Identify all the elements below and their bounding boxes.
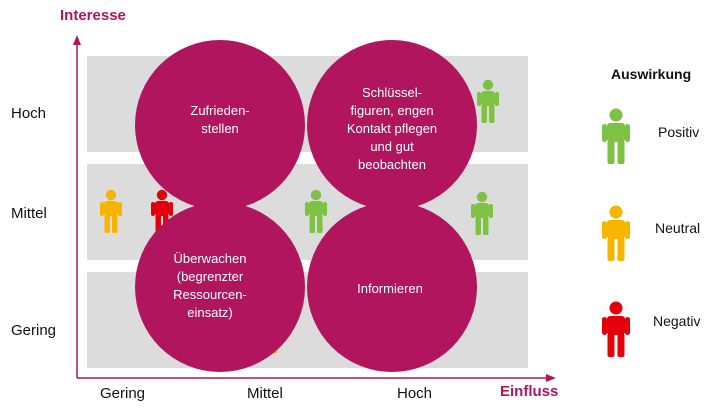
y-axis-arrow xyxy=(73,35,81,45)
legend-negativ-icon xyxy=(602,301,630,357)
y-level-hoch: Hoch xyxy=(11,105,47,122)
quadrant-label-informieren: Informieren xyxy=(357,281,423,296)
quadrant-label-zufriedenstellen: Zufrieden-stellen xyxy=(190,103,250,136)
legend-neutral-icon xyxy=(602,205,630,261)
circle-ueberwachen xyxy=(135,202,305,372)
x-axis-arrow xyxy=(546,374,556,382)
legend-icons xyxy=(602,108,630,357)
quadrant-circles xyxy=(135,40,477,372)
circle-informieren xyxy=(307,202,477,372)
legend-positiv-icon xyxy=(602,108,630,164)
y-level-gering: Gering xyxy=(11,322,57,339)
x-level-gering: Gering xyxy=(100,385,146,402)
legend-label-positiv: Positiv xyxy=(658,124,700,140)
legend-label-negativ: Negativ xyxy=(653,313,701,329)
circle-zufriedenstellen xyxy=(135,40,305,210)
circle-schluesselfiguren xyxy=(307,40,477,210)
y-level-mittel: Mittel xyxy=(11,205,47,222)
x-level-mittel: Mittel xyxy=(247,385,283,402)
y-axis-title: Interesse xyxy=(60,7,126,24)
x-axis-title: Einfluss xyxy=(500,383,559,400)
legend-title: Auswirkung xyxy=(611,66,692,82)
x-level-hoch: Hoch xyxy=(397,385,433,402)
axes xyxy=(73,35,556,382)
legend-label-neutral: Neutral xyxy=(655,220,701,236)
